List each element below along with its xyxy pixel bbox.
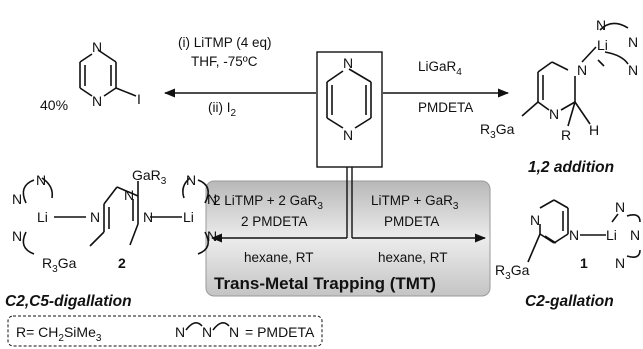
c2-gallation-atom-n-c: N bbox=[615, 255, 625, 271]
iodination-conditions-line3: (ii) I2 bbox=[208, 100, 237, 119]
tmt-left-conditions-line3: hexane, RT bbox=[244, 250, 314, 265]
digallation-atom-n-ring-bottom: N bbox=[124, 187, 134, 203]
tmt-title: Trans-Metal Trapping (TMT) bbox=[214, 274, 436, 293]
digallation-li-right: Li bbox=[183, 209, 194, 225]
addition-atom-n-ring: N bbox=[577, 62, 587, 78]
tmt-box-background bbox=[205, 180, 491, 297]
c2-gallation-atom-n-top: N bbox=[530, 212, 540, 228]
addition-product-label: 1,2 addition bbox=[528, 159, 614, 176]
iodopyrazine-product: N N I 40% bbox=[40, 39, 141, 113]
iodopyrazine-atom-n2: N bbox=[92, 93, 102, 109]
legend-pmdeta-n2: N bbox=[202, 324, 212, 340]
digallation-n-left-1: N bbox=[12, 191, 22, 207]
c2-gallation-product-label: C2-gallation bbox=[525, 293, 614, 310]
central-pyrazine: N N bbox=[316, 51, 383, 168]
legend-r-definition: R= CH2SiMe3 bbox=[16, 324, 102, 344]
c2-gallation-atom-n-ring: N bbox=[569, 227, 579, 243]
tmt-left-conditions-line1: 2 LiTMP + 2 GaR3 bbox=[213, 193, 323, 212]
legend-pmdeta-n1: N bbox=[175, 324, 185, 340]
tmt-right-conditions-line1: LiTMP + GaR3 bbox=[371, 193, 459, 212]
central-atom-n-bottom: N bbox=[343, 127, 353, 143]
digallation-n-left-2: N bbox=[12, 228, 22, 244]
digallation-n-right-3: N bbox=[186, 172, 196, 188]
addition-atom-n-b: N bbox=[628, 34, 638, 50]
digallation-n-right-1: N bbox=[207, 191, 217, 207]
digallation-ga-bottom: R3Ga bbox=[42, 255, 77, 275]
split-connector bbox=[346, 167, 353, 238]
central-atom-n-top: N bbox=[343, 55, 353, 71]
tmt-right-conditions-line2: PMDETA bbox=[384, 214, 439, 229]
digallation-atom-n-ring-left: N bbox=[90, 209, 100, 225]
digallation-atom-n-ring-top: N bbox=[143, 209, 153, 225]
c2-gallation-compound-number: 1 bbox=[580, 255, 588, 271]
lithiogallate-reagent-line2: PMDETA bbox=[418, 100, 473, 115]
tmt-left-conditions-line2: 2 PMDETA bbox=[241, 214, 308, 229]
legend-pmdeta-n3: N bbox=[229, 324, 239, 340]
digallation-compound-number: 2 bbox=[118, 255, 126, 271]
addition-atom-li: Li bbox=[597, 37, 608, 53]
iodination-conditions-line2: THF, -75ºC bbox=[191, 54, 258, 69]
c2-gallation-atom-n-a: N bbox=[615, 199, 625, 215]
digallation-ga-top: GaR3 bbox=[132, 167, 167, 187]
addition-h-substituent: H bbox=[589, 122, 599, 138]
digallation-product: GaR3 R3Ga 2 Li Li N N N N N N N N N bbox=[12, 167, 217, 275]
tmt-box: 2 LiTMP + 2 GaR3 2 PMDETA hexane, RT LiT… bbox=[205, 180, 491, 297]
c2-gallation-atom-n-b: N bbox=[630, 227, 640, 243]
digallation-product-label: C2,C5-digallation bbox=[5, 293, 132, 310]
digallation-n-left-3: N bbox=[36, 172, 46, 188]
iodination-conditions-line1: (i) LiTMP (4 eq) bbox=[178, 35, 272, 50]
lithiogallate-reagent: LiGaR4 bbox=[418, 59, 462, 78]
c2-gallation-atom-li: Li bbox=[606, 227, 617, 243]
digallation-li-left: Li bbox=[37, 209, 48, 225]
addition-atom-n-lower: N bbox=[549, 106, 559, 122]
digallation-n-right-2: N bbox=[207, 228, 217, 244]
c2-gallation-gallium-group: R3Ga bbox=[495, 262, 530, 282]
addition-atom-n-a: N bbox=[596, 17, 606, 33]
addition-r-substituent: R bbox=[561, 127, 571, 143]
legend-border bbox=[7, 315, 323, 347]
c2-gallation-product: N N Li N N N R3Ga 1 bbox=[495, 199, 641, 282]
iodopyrazine-atom-i: I bbox=[137, 91, 141, 107]
addition-gallium-group: R3Ga bbox=[480, 121, 515, 141]
addition-atom-n-c: N bbox=[628, 62, 638, 78]
addition-product: N Li N N N N R3Ga R H bbox=[480, 17, 638, 143]
iodopyrazine-yield: 40% bbox=[40, 97, 68, 113]
iodopyrazine-atom-n1: N bbox=[92, 39, 102, 55]
legend-box: R= CH2SiMe3 N N N = PMDETA bbox=[7, 315, 323, 347]
legend-pmdeta-definition: = PMDETA bbox=[245, 324, 315, 340]
tmt-right-conditions-line3: hexane, RT bbox=[378, 250, 448, 265]
